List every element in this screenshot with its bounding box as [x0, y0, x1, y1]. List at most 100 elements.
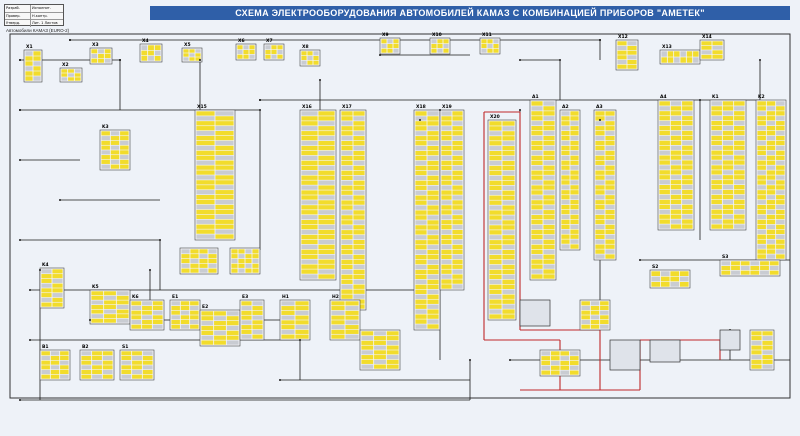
connector-pin [441, 254, 452, 260]
connector-pin [181, 249, 190, 254]
connector-pin [214, 321, 226, 326]
connector-pin [581, 315, 590, 320]
connector-pin [734, 184, 745, 190]
connector-pin [318, 220, 335, 225]
connector-pin [252, 334, 263, 339]
connector-pin [452, 180, 463, 185]
connector-pin [581, 319, 590, 325]
connector-pin [214, 340, 226, 345]
connector-pin [722, 184, 734, 190]
connector-pin [679, 281, 689, 287]
junction-dot [299, 339, 301, 341]
connector-pin [617, 55, 627, 60]
connector-pin [502, 205, 515, 210]
connector-pin [722, 150, 734, 155]
connector-pin [670, 145, 682, 150]
connector-pin [98, 58, 104, 63]
connector-pin [387, 48, 393, 53]
connector-pin [595, 150, 605, 156]
connector-pin [353, 150, 365, 156]
connector-pin [215, 145, 234, 151]
connector-pin [712, 45, 723, 50]
connector-pin [569, 365, 579, 370]
component-label: X15 [197, 104, 207, 110]
connector-pin [301, 215, 318, 220]
connector-pin [237, 54, 243, 59]
junction-dot [279, 379, 281, 381]
connector-pin [776, 244, 785, 249]
connector-pin [721, 270, 731, 275]
connector-pin [734, 111, 745, 116]
connector-pin [757, 106, 766, 111]
connector-pin [415, 264, 427, 270]
connector-pin [60, 360, 69, 365]
connector-pin [148, 45, 154, 51]
connector-pin [711, 209, 722, 214]
connector-pin [682, 125, 693, 131]
connector-pin [226, 325, 239, 331]
connector-pin [670, 135, 682, 141]
connector-pin [722, 189, 734, 195]
connector-pin [415, 126, 427, 131]
connector-pin [154, 45, 161, 51]
connector-pin [531, 210, 543, 215]
connector-pin [61, 77, 68, 81]
connector-pin [570, 121, 579, 126]
connector-pin [757, 160, 766, 165]
connector-pin [595, 140, 605, 146]
connector-pin [734, 199, 745, 205]
connector-pin [201, 321, 214, 326]
connector-pin [659, 140, 670, 146]
connector-pin [605, 116, 615, 121]
connector-pin [605, 254, 615, 259]
connector-pin [670, 209, 682, 214]
connector-pin [353, 175, 365, 180]
connector-pin [215, 214, 234, 220]
connector-pin [152, 310, 163, 315]
connector-pin [381, 48, 387, 53]
connector-pin [766, 239, 776, 244]
connector-pin [776, 125, 785, 131]
connector-pin [301, 210, 318, 215]
connector-pin [452, 249, 463, 255]
connector-pin [441, 145, 452, 151]
connector-pin [489, 210, 502, 215]
connector-pin [441, 121, 452, 126]
connector-pin [353, 225, 365, 230]
connector-pin [452, 145, 463, 151]
connector-pin [617, 50, 627, 55]
connector-pin [441, 264, 452, 269]
connector-pin [121, 351, 132, 356]
connector-pin [301, 136, 318, 141]
connector-pin [561, 209, 570, 215]
connector-pin [238, 263, 245, 268]
connector-pin [543, 215, 555, 220]
connector-pin [751, 359, 762, 364]
connector-pin [682, 189, 693, 195]
connector-pin [361, 336, 374, 341]
connector-pin [531, 259, 543, 264]
connector-pin [766, 180, 776, 185]
connector-pin [61, 73, 68, 77]
connector-pin [341, 141, 353, 146]
connector-pin [199, 258, 208, 264]
connector-pin [682, 170, 693, 175]
connector-pin [427, 185, 439, 190]
connector-pin [670, 271, 680, 277]
component-label: X17 [342, 104, 352, 110]
connector-pin [605, 180, 615, 185]
connector-pin [711, 120, 722, 126]
connector-pin [734, 160, 745, 165]
junction-dot [379, 54, 381, 56]
connector-pin [776, 106, 785, 111]
connector-pin [25, 66, 33, 71]
connector-pin [734, 150, 745, 155]
connector-pin [142, 374, 153, 379]
connector-pin [452, 210, 463, 215]
connector-pin [776, 101, 785, 106]
connector-pin [415, 314, 427, 319]
connector-pin [196, 175, 215, 180]
connector-pin [531, 229, 543, 235]
connector-pin [341, 180, 353, 185]
connector-pin [437, 48, 443, 53]
